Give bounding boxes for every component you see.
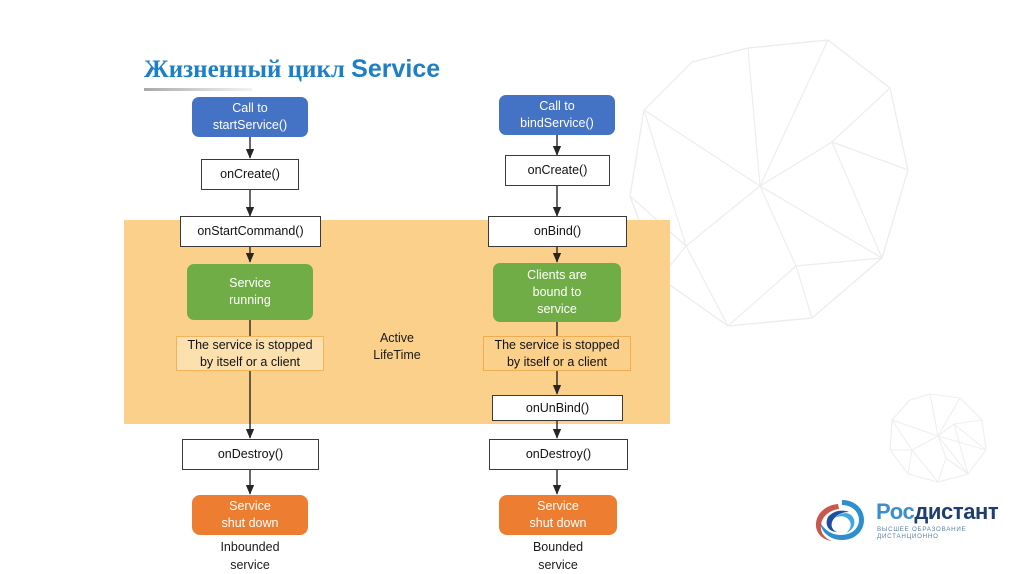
- node-left-on-destroy-label: onDestroy(): [217, 447, 284, 461]
- node-call-to-bind-service-line2: bindService(): [520, 116, 594, 130]
- node-call-to-start-service[interactable]: Call to startService(): [192, 97, 308, 137]
- node-clients-bound-line3: service: [537, 302, 577, 316]
- node-clients-bound-line1: Clients are: [527, 268, 587, 282]
- note-left-service-stopped-line2: by itself or a client: [199, 354, 301, 369]
- node-on-unbind[interactable]: onUnBind(): [492, 395, 623, 421]
- active-lifetime-label-line1: Active: [379, 331, 415, 345]
- node-service-running-line1: Service: [229, 276, 271, 290]
- caption-inbounded-service-line2: service: [230, 558, 270, 572]
- node-right-on-destroy[interactable]: onDestroy(): [489, 439, 628, 470]
- node-left-on-destroy[interactable]: onDestroy(): [182, 439, 319, 470]
- note-left-service-stopped: The service is stopped by itself or a cl…: [176, 336, 324, 371]
- node-left-service-shut-down[interactable]: Service shut down: [192, 495, 308, 535]
- node-on-bind[interactable]: onBind(): [488, 216, 627, 247]
- caption-bounded-service-line1: Bounded: [532, 540, 584, 554]
- node-clients-bound-to-service[interactable]: Clients are bound to service: [493, 263, 621, 322]
- note-right-service-stopped-line1: The service is stopped: [494, 337, 620, 352]
- slide-title-ru: Жизненный цикл: [144, 56, 352, 83]
- node-service-running-line2: running: [229, 293, 271, 307]
- node-left-on-create-label: onCreate(): [220, 167, 280, 181]
- caption-bounded-service: Bounded service: [498, 538, 618, 574]
- node-right-service-shut-down[interactable]: Service shut down: [499, 495, 617, 535]
- node-left-service-shut-down-line1: Service: [229, 499, 271, 513]
- active-lifetime-label-line2: LifeTime: [373, 348, 421, 362]
- node-on-start-command-label: onStartCommand(): [197, 224, 304, 238]
- rosdistant-logo: Росдистант ВЫСШЕЕ ОБРАЗОВАНИЕ ДИСТАНЦИОН…: [812, 497, 1012, 545]
- node-right-on-destroy-label: onDestroy(): [525, 447, 592, 461]
- logo-tagline: ВЫСШЕЕ ОБРАЗОВАНИЕ ДИСТАНЦИОННО: [877, 526, 967, 540]
- background-polygon-sphere-small: [889, 393, 987, 483]
- node-call-to-bind-service[interactable]: Call to bindService(): [499, 95, 615, 135]
- node-on-unbind-label: onUnBind(): [525, 400, 590, 415]
- node-call-to-bind-service-line1: Call to: [539, 99, 575, 113]
- slide-title: Жизненный цикл Service: [144, 55, 440, 84]
- active-lifetime-panel: [124, 220, 670, 424]
- node-right-service-shut-down-line2: shut down: [529, 516, 587, 530]
- caption-inbounded-service: Inbounded service: [190, 538, 310, 574]
- node-right-on-create-label: onCreate(): [527, 163, 588, 177]
- note-left-service-stopped-line1: The service is stopped: [187, 337, 313, 352]
- node-right-service-shut-down-line1: Service: [537, 499, 579, 513]
- node-left-service-shut-down-line2: shut down: [221, 516, 279, 530]
- caption-inbounded-service-line1: Inbounded: [220, 540, 280, 554]
- node-call-to-start-service-line2: startService(): [212, 118, 288, 132]
- title-underline: [144, 88, 252, 91]
- node-left-on-create[interactable]: onCreate(): [201, 159, 299, 190]
- caption-bounded-service-line2: service: [538, 558, 578, 572]
- node-on-start-command[interactable]: onStartCommand(): [180, 216, 321, 247]
- note-right-service-stopped-line2: by itself or a client: [506, 354, 608, 369]
- logo-name-part1: Рос: [876, 499, 915, 524]
- node-call-to-start-service-line1: Call to: [232, 101, 268, 115]
- note-right-service-stopped: The service is stopped by itself or a cl…: [483, 336, 631, 371]
- node-clients-bound-line2: bound to: [532, 285, 582, 299]
- node-right-on-create[interactable]: onCreate(): [505, 155, 610, 186]
- slide-title-en: Service: [351, 55, 441, 83]
- globe-swirl-icon: [815, 500, 864, 541]
- node-on-bind-label: onBind(): [533, 224, 582, 238]
- active-lifetime-label: Active LifeTime: [352, 330, 442, 364]
- node-service-running[interactable]: Service running: [187, 264, 313, 320]
- logo-name-part2: дистант: [914, 499, 999, 524]
